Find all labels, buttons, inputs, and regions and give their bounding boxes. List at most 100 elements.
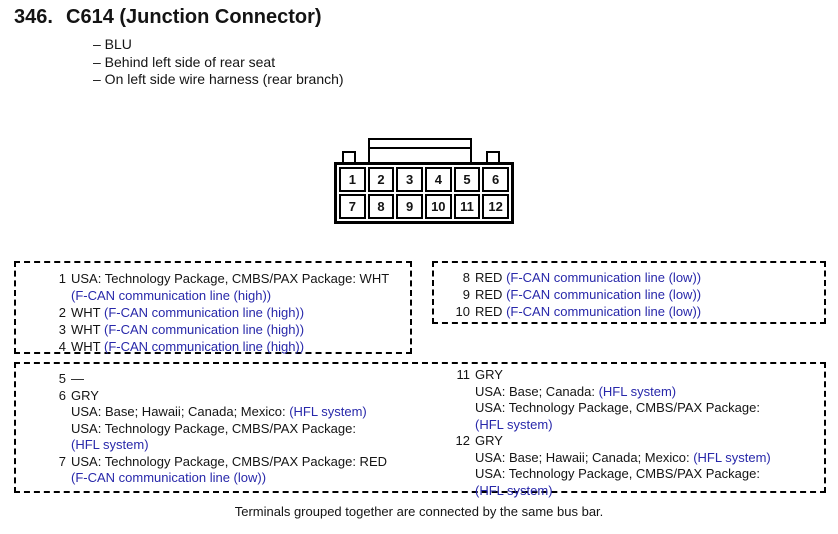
connector-pin-cell: 6 <box>482 167 509 192</box>
note-line: – On left side wire harness (rear branch… <box>93 71 344 87</box>
pin-wire-desc: USA: Technology Package, CMBS/PAX Packag… <box>71 420 356 436</box>
pin-number: 4 <box>58 339 66 354</box>
pin-wire-desc: WHT <box>71 305 104 320</box>
pin-line: (F-CAN communication line (low)) <box>44 470 440 487</box>
pin-wire-desc: RED <box>475 304 507 319</box>
pin-line: 3 WHT (F-CAN communication line (high)) <box>44 321 404 338</box>
connector-notes: – BLU– Behind left side of rear seat– On… <box>93 36 344 89</box>
pin-number: 12 <box>455 433 470 448</box>
pin-line: USA: Technology Package, CMBS/PAX Packag… <box>44 421 440 438</box>
pin-circuit-desc: (HFL system) <box>475 482 553 498</box>
connector-index-number: 346. <box>14 6 53 28</box>
pin-wire-desc: WHT <box>71 322 104 337</box>
pin-wire-desc: — <box>71 371 84 386</box>
pin-circuit-desc: (HFL system) <box>289 404 367 419</box>
pin-circuit-desc: (F-CAN communication line (low)) <box>71 470 267 485</box>
pin-number <box>448 466 470 483</box>
pin-number: 2 <box>58 305 66 320</box>
pin-line: USA: Base; Hawaii; Canada; Mexico: (HFL … <box>448 450 824 467</box>
connector-rib-right <box>486 151 500 162</box>
pin-circuit-desc: (F-CAN communication line (low)) <box>506 304 702 319</box>
pin-line: (HFL system) <box>448 417 824 434</box>
connector-latch-tab <box>368 138 472 162</box>
connector-pin-cell: 1 <box>339 167 366 192</box>
pin-wire-desc: GRY <box>71 387 99 403</box>
pin-number <box>448 400 470 417</box>
connector-pin-cell: 8 <box>367 194 395 219</box>
pin-circuit-desc: (HFL system) <box>71 437 149 452</box>
pin-number: 9 <box>462 287 470 302</box>
pin-number: 8 <box>462 270 470 285</box>
connector-pin-cell: 5 <box>453 167 481 192</box>
pin-wire-desc: USA: Base; Canada: <box>475 383 599 399</box>
pin-wire-desc: USA: Technology Package, CMBS/PAX Packag… <box>475 400 760 415</box>
pin-line: (HFL system) <box>44 437 440 454</box>
connector-pin-cell: 7 <box>339 194 366 219</box>
connector-pin-cell: 12 <box>482 194 509 219</box>
pin-line: 10 RED (F-CAN communication line (low)) <box>448 303 818 320</box>
pin-number <box>44 421 66 438</box>
pin-circuit-desc: (HFL system) <box>693 449 771 465</box>
pin-wire-desc: WHT <box>71 339 104 354</box>
note-line: – BLU <box>93 36 132 52</box>
bus-bar-note: Terminals grouped together are connected… <box>234 504 604 519</box>
pin-line: (HFL system) <box>448 483 824 500</box>
pin-number: 11 <box>456 367 471 382</box>
pin-wire-desc: USA: Base; Hawaii; Canada; Mexico: <box>475 449 694 465</box>
connector-pin-cell: 10 <box>424 194 452 219</box>
pin-line: 8 RED (F-CAN communication line (low)) <box>448 269 818 286</box>
connector-rib-left <box>342 151 356 162</box>
pin-line: 2 WHT (F-CAN communication line (high)) <box>44 304 404 321</box>
connector-pin-cell: 4 <box>424 167 452 192</box>
pin-wire-desc: RED <box>475 287 507 302</box>
pin-line: 5— <box>44 371 440 388</box>
connector-pin-cell: 11 <box>453 194 481 219</box>
pin-number <box>448 483 470 500</box>
connector-pin-cell: 3 <box>396 167 423 192</box>
pin-number <box>448 450 470 467</box>
pin-line: 12 GRY <box>448 433 824 450</box>
connector-pin-cell: 2 <box>367 167 395 192</box>
pin-circuit-desc: (F-CAN communication line (high)) <box>103 305 305 320</box>
connector-pin-cell: 9 <box>396 194 423 219</box>
pin-number: 10 <box>455 304 470 319</box>
pin-line: USA: Technology Package, CMBS/PAX Packag… <box>448 466 824 483</box>
note-line: – Behind left side of rear seat <box>93 53 276 70</box>
pin-number: 3 <box>58 322 66 337</box>
pin-number <box>448 417 470 434</box>
pin-line: 6 GRY <box>44 388 440 405</box>
pin-wire-desc: USA: Technology Package, CMBS/PAX Packag… <box>475 466 760 481</box>
pin-circuit-desc: (F-CAN communication line (high)) <box>103 339 305 354</box>
pin-number <box>44 404 66 421</box>
connector-title: C614 (Junction Connector) <box>66 6 322 28</box>
pin-wire-desc: USA: Technology Package, CMBS/PAX Packag… <box>71 453 388 469</box>
pin-line: 4 WHT (F-CAN communication line (high)) <box>44 338 404 355</box>
pin-line: USA: Technology Package, CMBS/PAX Packag… <box>448 400 824 417</box>
pin-line: USA: Base; Canada: (HFL system) <box>448 384 824 401</box>
pin-line: USA: Base; Hawaii; Canada; Mexico: (HFL … <box>44 404 440 421</box>
pin-wire-desc: USA: Technology Package, CMBS/PAX Packag… <box>71 271 390 286</box>
pin-circuit-desc: (F-CAN communication line (low)) <box>506 287 702 302</box>
pin-wire-desc: USA: Base; Hawaii; Canada; Mexico: <box>71 404 290 419</box>
pin-number: 5 <box>58 371 66 386</box>
pin-wire-desc: RED <box>475 270 507 285</box>
pin-number: 6 <box>58 387 66 403</box>
pin-circuit-desc: (F-CAN communication line (low)) <box>506 270 702 285</box>
pin-number: 1 <box>58 271 66 286</box>
pin-circuit-desc: (F-CAN communication line (high)) <box>71 288 272 303</box>
pin-circuit-desc: (F-CAN communication line (high)) <box>103 322 305 337</box>
pin-circuit-desc: (HFL system) <box>475 416 553 432</box>
pin-wire-desc: GRY <box>475 433 503 448</box>
pin-number <box>44 287 66 304</box>
pin-number <box>44 437 66 454</box>
pin-line: 1 USA: Technology Package, CMBS/PAX Packa… <box>44 270 404 287</box>
pin-circuit-desc: (HFL system) <box>598 383 677 399</box>
page-title: 346. C614 (Junction Connector) <box>14 6 322 29</box>
pin-number <box>44 470 66 487</box>
